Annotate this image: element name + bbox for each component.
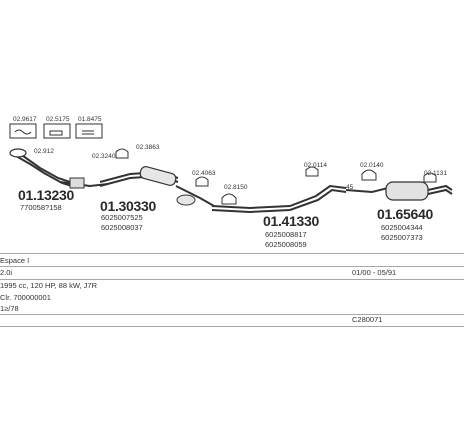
spec-text: 1995 cc, 120 HP, 88 kW, J7R bbox=[0, 281, 97, 290]
ref-label-3: 01.8475 bbox=[78, 116, 102, 123]
rule-5 bbox=[0, 326, 464, 327]
rule-1 bbox=[0, 253, 464, 254]
part-oem-4a: 6025004344 bbox=[381, 223, 423, 232]
rule-3 bbox=[0, 279, 464, 280]
clm-text: Clr. 700000001 bbox=[0, 293, 51, 302]
engine-text: 2.0i bbox=[0, 268, 13, 277]
small-label-1: 02.912 bbox=[34, 148, 54, 155]
rule-2 bbox=[0, 266, 464, 267]
part-code-2: 01.30330 bbox=[100, 198, 156, 214]
model-text: Espace I bbox=[0, 256, 30, 265]
dates-text: 01/00 - 05/91 bbox=[352, 268, 397, 277]
part-oem-4b: 6025007373 bbox=[381, 233, 423, 242]
ref-label-1: 02.9617 bbox=[13, 116, 37, 123]
small-label-9: 45 bbox=[346, 184, 354, 191]
misc-text: 1≥/78 bbox=[0, 304, 19, 313]
small-label-2: 02.3240 bbox=[92, 153, 116, 160]
small-label-6: 02.0114 bbox=[304, 162, 328, 169]
exhaust-system-drawing bbox=[9, 123, 453, 214]
rule-4 bbox=[0, 314, 464, 315]
ref-label-2: 02.5175 bbox=[46, 116, 70, 123]
part-oem-1: 770058?158 bbox=[20, 203, 62, 212]
small-label-3: 02.3863 bbox=[136, 144, 160, 151]
small-label-8: 02.1131 bbox=[424, 170, 448, 177]
small-label-7: 02.0140 bbox=[360, 162, 384, 169]
exhaust-diagram: 02.9617 02.5175 01.8475 02.912 02.3240 0… bbox=[9, 116, 453, 249]
part-oem-2a: 6025007525 bbox=[101, 213, 143, 222]
part-oem-2b: 6025008037 bbox=[101, 223, 143, 232]
part-code-4: 01.65640 bbox=[377, 206, 433, 222]
part-code-1: 01.13230 bbox=[18, 187, 74, 203]
code-text: C280071 bbox=[352, 315, 383, 324]
part-code-3: 01.41330 bbox=[263, 213, 319, 229]
part-oem-3b: 6025008059 bbox=[265, 240, 307, 249]
small-label-4: 02.4063 bbox=[192, 170, 216, 177]
part-oem-3a: 6025008817 bbox=[265, 230, 307, 239]
small-label-5: 02.8150 bbox=[224, 184, 248, 191]
